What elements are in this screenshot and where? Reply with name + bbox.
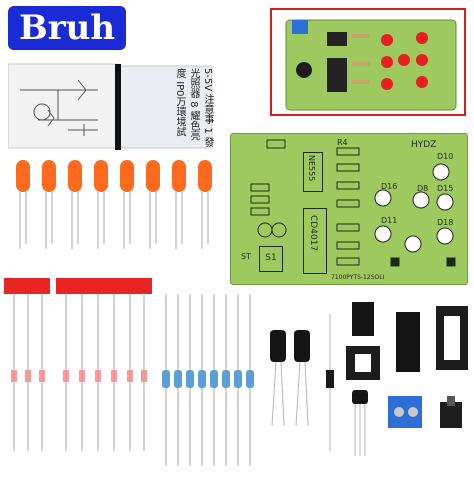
ic-socket-8 <box>346 346 380 380</box>
led <box>146 160 160 249</box>
led <box>68 160 82 249</box>
inset-capacitor <box>296 62 312 78</box>
assembled-board-image <box>285 19 457 111</box>
led <box>120 160 134 249</box>
pcb-serial: 7100PYTS-12SOLI <box>331 274 385 281</box>
inset-resistor <box>352 62 370 66</box>
inset-chip-555 <box>327 32 347 46</box>
orange-leds <box>16 160 212 249</box>
ic-555 <box>352 302 374 336</box>
binding-strip <box>115 64 121 150</box>
instruction-sheet: 5-5V 注意事 1 發光照器 8 耀色亮度 IP0万環境試 <box>7 60 216 152</box>
bruh-badge: Bruh <box>8 6 126 50</box>
inset-terminal <box>292 20 308 34</box>
diode-bodies <box>11 370 147 382</box>
tactile-switch <box>440 396 462 428</box>
rectifier-diode <box>326 314 334 451</box>
ref-d18: D18 <box>437 218 454 227</box>
ref-d8: D8 <box>417 184 429 193</box>
pcb-footprints <box>250 139 456 267</box>
sheet-line: IP0万環境試 <box>174 81 185 137</box>
ic-footprint-555: NE555 <box>303 152 323 192</box>
schematic-drawing <box>20 79 98 136</box>
screw-terminal <box>388 396 422 428</box>
chip-label-555: NE555 <box>307 155 316 182</box>
ref-d15: D15 <box>437 184 454 193</box>
resistor-bodies <box>162 370 254 388</box>
tape-strip <box>56 278 152 294</box>
sheet-line: 8 耀色亮度 <box>174 68 199 141</box>
ic-4017 <box>396 312 420 372</box>
text-panel <box>119 65 213 149</box>
sheet-text: 5-5V 注意事 1 發光照器 8 耀色亮度 IP0万環境試 <box>150 68 214 150</box>
schematic-panel <box>7 63 119 149</box>
led <box>16 160 30 249</box>
sheet-line: 5-5V 注意事 <box>202 68 213 125</box>
pcb-brand: HYDZ <box>411 140 437 150</box>
st-label: ST <box>241 252 251 261</box>
inset-resistor <box>352 80 370 84</box>
sheet-line: 1 發光照器 <box>188 68 213 148</box>
main-pcb: HYDZ R4 D10 D16 D8 D15 D11 D18 NE555 CD4… <box>230 133 468 285</box>
inset-pcb <box>285 19 457 111</box>
loose-components <box>4 278 468 466</box>
ref-d10: D10 <box>437 152 454 161</box>
tape-strip <box>4 278 50 294</box>
led <box>172 160 186 249</box>
chip-label-4017: CD4017 <box>308 215 318 252</box>
switch-label: S1 <box>265 253 277 263</box>
transistor <box>352 390 368 456</box>
ic-footprint-4017: CD4017 <box>303 208 327 274</box>
ref-r4: R4 <box>337 138 348 147</box>
electrolytic-capacitors <box>270 330 310 427</box>
inset-leds <box>381 32 428 90</box>
ic-socket-16 <box>436 306 468 370</box>
led <box>94 160 108 249</box>
ref-d11: D11 <box>381 216 398 225</box>
inset-chip-4017 <box>327 58 347 92</box>
ref-d16: D16 <box>381 182 398 191</box>
assembled-board-inset <box>270 8 466 116</box>
led <box>198 160 212 249</box>
led <box>42 160 56 249</box>
inset-resistor <box>352 34 370 38</box>
switch-footprint: S1 <box>259 246 283 272</box>
